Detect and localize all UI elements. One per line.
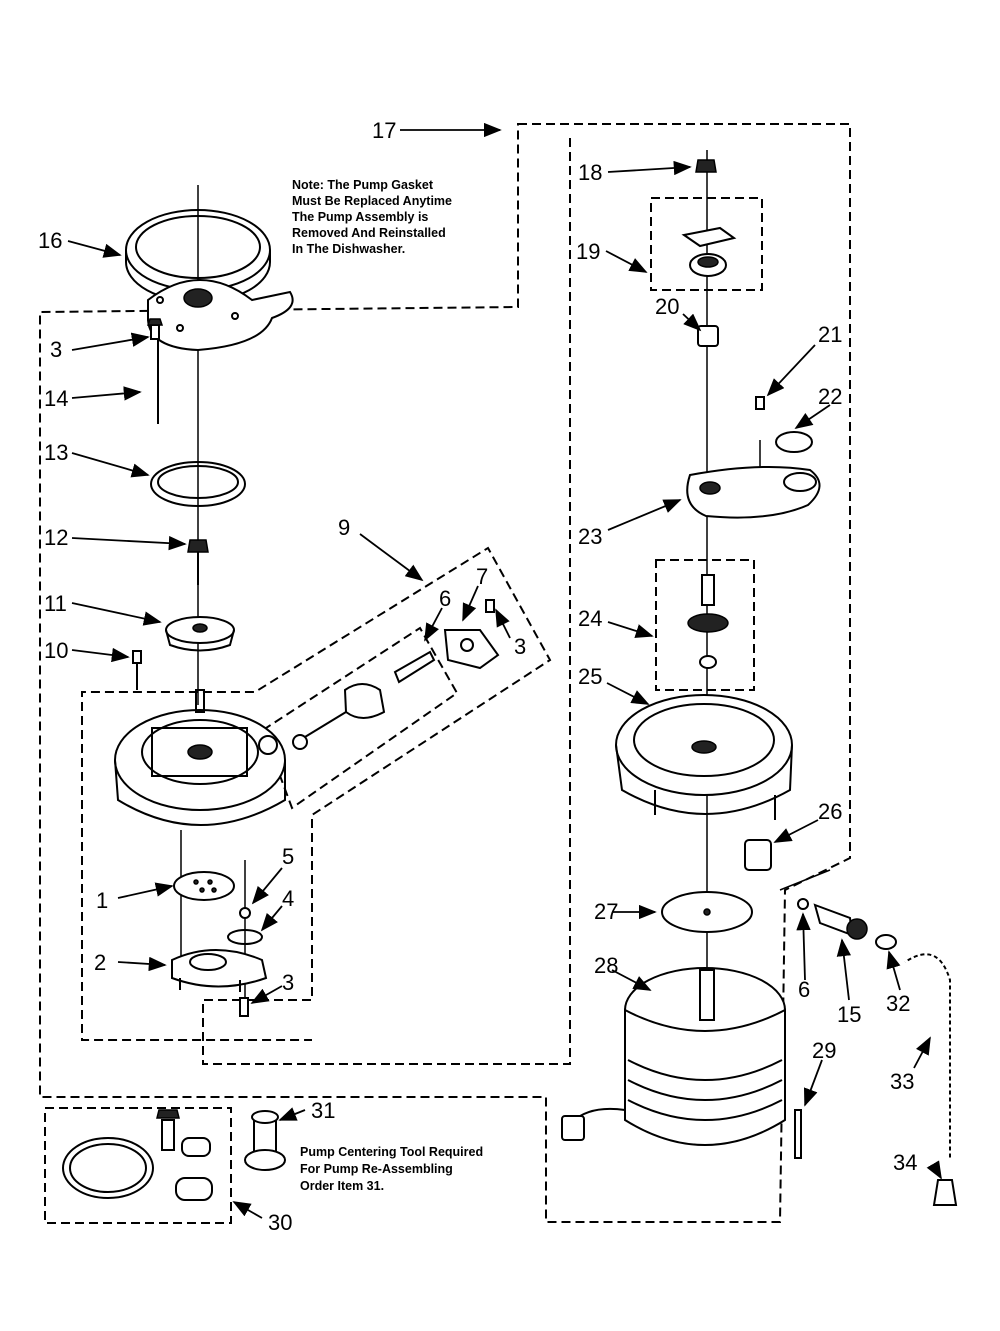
part-10-screw xyxy=(132,650,142,690)
part-21-screw xyxy=(755,396,765,410)
part-15-fitting xyxy=(813,903,868,940)
part-24-seal-shaft xyxy=(687,574,729,669)
callout-leaders xyxy=(67,122,942,1219)
callout-3: 3 xyxy=(50,337,62,362)
callout-24: 24 xyxy=(578,606,602,631)
item-24-boundary xyxy=(655,559,755,691)
callout-10: 10 xyxy=(44,638,68,663)
callout-labels: 16 17 3 14 13 12 11 10 9 6 7 3 1 2 5 4 3… xyxy=(38,118,917,1235)
tool-note-line: For Pump Re-Assembling xyxy=(300,1162,453,1176)
part-25-pump-base xyxy=(615,694,793,820)
callout-16: 16 xyxy=(38,228,62,253)
callout-2: 2 xyxy=(94,950,106,975)
part-3-screw-bottom xyxy=(239,997,249,1017)
callout-33: 33 xyxy=(890,1069,914,1094)
callout-4: 4 xyxy=(282,886,294,911)
callout-22: 22 xyxy=(818,384,842,409)
callout-14: 14 xyxy=(44,386,68,411)
part-29-bolt xyxy=(794,1109,802,1159)
callout-5: 5 xyxy=(282,844,294,869)
part-30-kit-contents xyxy=(62,1109,213,1201)
callout-31: 31 xyxy=(311,1098,335,1123)
gasket-note: Note: The Pump Gasket Must Be Replaced A… xyxy=(292,178,452,256)
part-6-grommet xyxy=(797,898,809,910)
part-11-impeller xyxy=(165,616,235,652)
callout-9: 9 xyxy=(338,515,350,540)
callout-21: 21 xyxy=(818,322,842,347)
gasket-note-line: Must Be Replaced Anytime xyxy=(292,194,452,208)
part-2-base xyxy=(171,949,268,992)
part-pump-housing xyxy=(114,689,286,826)
part-32-clamp xyxy=(875,934,897,950)
part-19-coupling xyxy=(681,226,737,277)
callout-32: 32 xyxy=(886,991,910,1016)
part-14-cover xyxy=(147,279,294,424)
part-34-hose-end xyxy=(932,1179,958,1206)
callout-25: 25 xyxy=(578,664,602,689)
callout-30: 30 xyxy=(268,1210,292,1235)
gasket-note-line: Removed And Reinstalled xyxy=(292,226,446,240)
callout-3-right: 3 xyxy=(514,634,526,659)
part-31-centering-tool xyxy=(244,1110,286,1171)
part-23-seal-plate xyxy=(686,465,821,519)
callout-26: 26 xyxy=(818,799,842,824)
part-20-bushing xyxy=(697,325,719,347)
callout-15: 15 xyxy=(837,1002,861,1027)
callout-6: 6 xyxy=(439,586,451,611)
gasket-note-line: The Pump Assembly is xyxy=(292,210,428,224)
callout-18: 18 xyxy=(578,160,602,185)
part-33-hose xyxy=(902,949,955,1160)
callout-28: 28 xyxy=(594,953,618,978)
callout-11: 11 xyxy=(44,591,67,616)
tool-note-line: Order Item 31. xyxy=(300,1179,384,1193)
item-30-kit-boundary xyxy=(44,1107,232,1224)
part-27-disc xyxy=(661,891,753,933)
callout-3-bottom: 3 xyxy=(282,970,294,995)
part-4-o-ring xyxy=(227,929,263,945)
inner-pump-boundary xyxy=(81,138,571,1065)
part-12-bolt xyxy=(187,539,209,585)
callout-17: 17 xyxy=(372,118,396,143)
part-13-ring xyxy=(150,461,246,507)
part-26-clip xyxy=(744,839,772,871)
part-3-screw-top xyxy=(146,318,164,340)
callout-12: 12 xyxy=(44,525,68,550)
part-7-valve-cover xyxy=(443,629,500,670)
gasket-note-line: Note: The Pump Gasket xyxy=(292,178,434,192)
callout-29: 29 xyxy=(812,1038,836,1063)
callout-6-right: 6 xyxy=(798,977,810,1002)
part-22-o-ring xyxy=(775,431,813,453)
part-6-valve-assembly xyxy=(292,650,436,750)
item-6-boundary xyxy=(261,626,459,810)
gasket-note-line: In The Dishwasher. xyxy=(292,242,405,256)
item-19-boundary xyxy=(650,197,763,291)
part-1-strainer xyxy=(173,871,235,901)
callout-19: 19 xyxy=(576,239,600,264)
centering-tool-note: Pump Centering Tool Required For Pump Re… xyxy=(300,1145,483,1193)
part-5-ball xyxy=(239,907,251,919)
callout-7: 7 xyxy=(476,564,488,589)
part-3-screw-right xyxy=(485,599,495,613)
part-28-motor xyxy=(561,967,786,1146)
callout-13: 13 xyxy=(44,440,68,465)
callout-1: 1 xyxy=(96,888,108,913)
tool-note-line: Pump Centering Tool Required xyxy=(300,1145,483,1159)
callout-20: 20 xyxy=(655,294,679,319)
callout-27: 27 xyxy=(594,899,618,924)
part-18-nut xyxy=(695,159,717,173)
callout-34: 34 xyxy=(893,1150,917,1175)
callout-23: 23 xyxy=(578,524,602,549)
